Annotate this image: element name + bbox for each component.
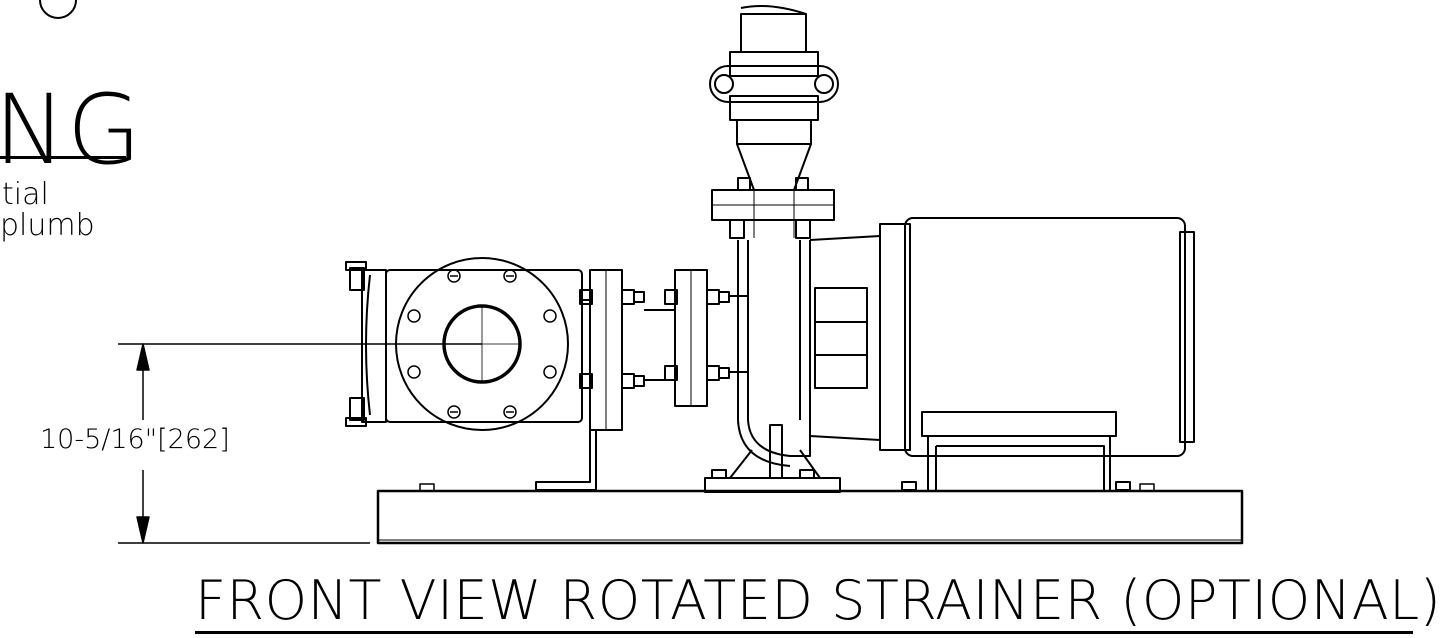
strainer (345, 257, 583, 431)
height-dimension-label: 10-5/16"[262] (40, 424, 230, 455)
base-bolts (419, 483, 1155, 492)
note-line-2: plumb (0, 208, 95, 243)
section-heading: NG (0, 74, 143, 186)
view-title: FRONT VIEW ROTATED STRAINER (OPTIONAL) (195, 569, 1442, 632)
circle-fragment-icon (39, 0, 77, 19)
note-line-1: tial (2, 177, 49, 212)
discharge-piping (709, 5, 839, 239)
heading-underline (0, 156, 126, 159)
base-skid (376, 489, 1244, 545)
suction-piping (579, 269, 748, 431)
pump-bracket (535, 430, 597, 491)
view-title-underline (195, 631, 1413, 634)
dimension-lines (118, 343, 482, 544)
pump-volute (704, 240, 841, 493)
pump-adapter (809, 235, 881, 441)
motor (879, 217, 1195, 492)
